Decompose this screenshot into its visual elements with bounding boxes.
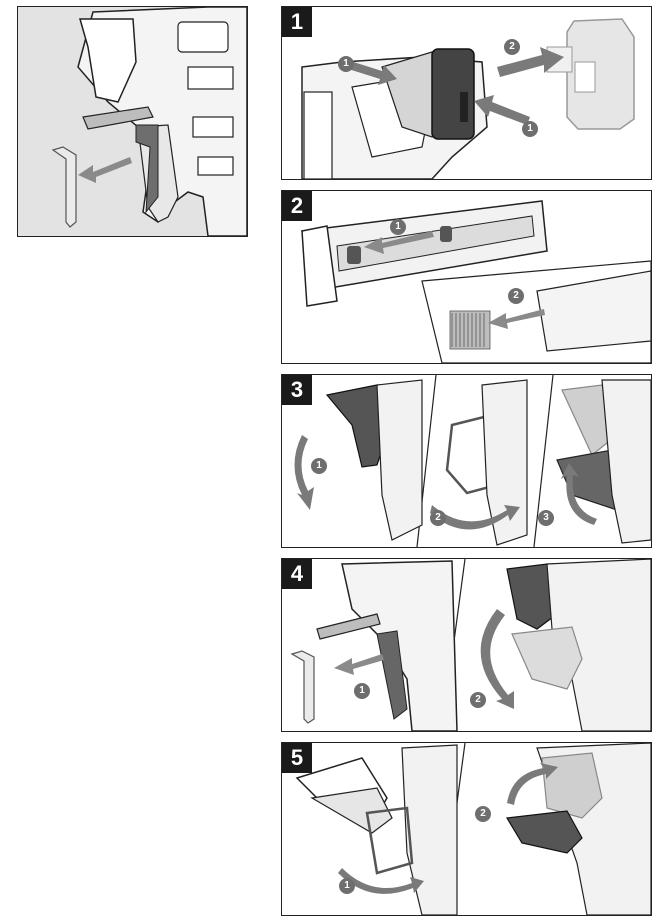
battery-removal-icon: [301, 18, 635, 179]
step-1-panel: 1 1 2 1: [281, 6, 652, 180]
overview-panel: [17, 6, 248, 237]
nailer-with-hex-key-icon: [51, 7, 247, 236]
step-2-panel: 2 1 2: [281, 190, 652, 364]
callout-1: 1: [354, 683, 370, 699]
step-number: 4: [282, 559, 312, 589]
callout-1b: 1: [522, 121, 538, 137]
step-number: 3: [282, 375, 312, 405]
callout-2: 2: [508, 288, 524, 304]
step-3-panel: 3 1 2 3: [281, 374, 652, 548]
callout-1: 1: [390, 219, 406, 235]
callout-3: 3: [538, 510, 554, 526]
step-5-panel: 5 1 2: [281, 742, 652, 916]
callout-1: 1: [339, 878, 355, 894]
callout-2: 2: [475, 806, 491, 822]
latch-open-icon: [294, 375, 651, 547]
callout-1: 1: [338, 56, 354, 72]
callout-2: 2: [504, 39, 520, 55]
step-number: 2: [282, 191, 312, 221]
step-number: 1: [282, 7, 312, 37]
callout-1: 1: [311, 458, 327, 474]
callout-2: 2: [430, 510, 446, 526]
step-4-panel: 4 1 2: [281, 558, 652, 732]
magazine-unload-icon: [301, 200, 651, 363]
hex-key-nose-icon: [290, 559, 651, 731]
latch-close-icon: [295, 743, 651, 915]
step-number: 5: [282, 743, 312, 773]
callout-2: 2: [470, 692, 486, 708]
